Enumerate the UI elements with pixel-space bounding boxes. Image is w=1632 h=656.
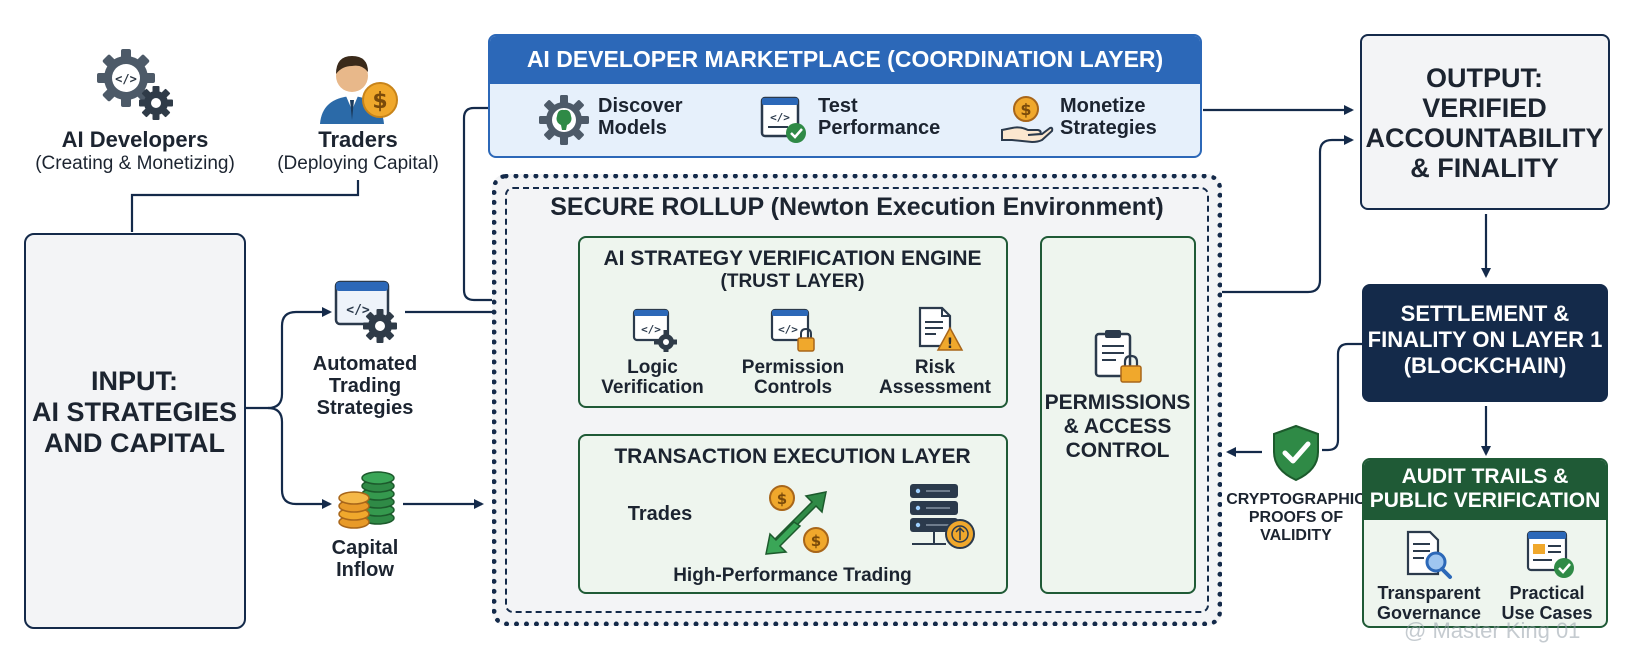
svg-text:</>: </> — [770, 111, 790, 124]
permissions-line2: & ACCESS — [1063, 415, 1172, 438]
dashboard-check-icon — [1526, 530, 1574, 578]
audit-box: AUDIT TRAILS & PUBLIC VERIFICATION Trans… — [1362, 458, 1608, 628]
code-gear-icon: </> — [97, 49, 173, 120]
traders-actor: $ Traders (Deploying Capital) — [262, 48, 454, 184]
code-gear-icon: </> — [632, 308, 677, 352]
developers-subtitle: (Creating & Monetizing) — [35, 153, 235, 174]
rollup-title: SECURE ROLLUP (Newton Execution Environm… — [550, 193, 1164, 221]
traders-subtitle: (Deploying Capital) — [277, 153, 439, 174]
settlement-line1: SETTLEMENT & — [1400, 301, 1570, 326]
verification-step2-line1: Permission — [741, 357, 845, 378]
execution-layer-box: TRANSACTION EXECUTION LAYER Trades $ $ H… — [578, 434, 1008, 594]
permissions-line1: PERMISSIONS — [1044, 391, 1191, 414]
exchange-arrows-icon: $ $ — [765, 485, 829, 555]
capital-line2: Inflow — [336, 559, 394, 581]
proofs-line1: CRYPTOGRAPHIC — [1226, 491, 1366, 508]
marketplace-step1-line2: Models — [598, 117, 667, 139]
input-line3: AND CAPITAL — [44, 428, 225, 458]
watermark: @ Master King 01 — [1404, 618, 1581, 643]
svg-text:</>: </> — [778, 323, 798, 336]
cryptographic-proofs: CRYPTOGRAPHIC PROOFS OF VALIDITY — [1226, 424, 1366, 548]
code-lock-icon: </> — [770, 308, 815, 352]
audit-item1-line2: Governance — [1376, 603, 1482, 623]
audit-item1-line1: Transparent — [1377, 583, 1481, 603]
permissions-box: PERMISSIONS & ACCESS CONTROL — [1040, 236, 1196, 594]
verification-engine-box: AI STRATEGY VERIFICATION ENGINE (TRUST L… — [578, 236, 1008, 408]
marketplace-box: AI DEVELOPER MARKETPLACE (COORDINATION L… — [488, 34, 1202, 158]
marketplace-step3-line2: Strategies — [1060, 117, 1157, 139]
developers-title: AI Developers — [61, 127, 209, 152]
output-line1: OUTPUT: — [1426, 63, 1543, 93]
clipboard-lock-icon — [1094, 330, 1142, 383]
shield-check-icon — [1273, 424, 1319, 482]
automated-line2: Trading — [328, 375, 402, 397]
output-box: OUTPUT: VERIFIED ACCOUNTABILITY & FINALI… — [1360, 34, 1610, 210]
verification-step3-line2: Assessment — [879, 377, 991, 398]
audit-title2: PUBLIC VERIFICATION — [1369, 489, 1601, 512]
svg-text:</>: </> — [641, 323, 661, 336]
audit-title1: AUDIT TRAILS & — [1401, 465, 1569, 488]
document-search-icon — [1406, 530, 1452, 579]
rollup-inner-border — [505, 187, 1209, 613]
traders-title: Traders — [318, 127, 398, 152]
proofs-line3: VALIDITY — [1260, 527, 1332, 544]
marketplace-step3-line1: Monetize — [1060, 95, 1146, 117]
gear-brain-icon — [539, 95, 589, 145]
svg-text:$: $ — [811, 532, 821, 550]
execution-title: TRANSACTION EXECUTION LAYER — [614, 445, 971, 468]
settlement-line3: (BLOCKCHAIN) — [1403, 353, 1567, 378]
capital-inflow: Capital Inflow — [300, 470, 430, 590]
execution-trades-label: Trades — [627, 503, 693, 525]
audit-item2-line2: Use Cases — [1501, 603, 1593, 623]
verification-step2-line2: Controls — [753, 377, 833, 398]
svg-text:$: $ — [372, 89, 387, 114]
marketplace-title: AI DEVELOPER MARKETPLACE (COORDINATION L… — [526, 46, 1164, 72]
input-line1: INPUT: — [91, 366, 178, 396]
marketplace-step2-line2: Performance — [818, 117, 941, 139]
input-line2: AI STRATEGIES — [31, 397, 238, 427]
output-line3: ACCOUNTABILITY — [1365, 123, 1604, 153]
output-line4: & FINALITY — [1410, 153, 1559, 183]
settlement-box: SETTLEMENT & FINALITY ON LAYER 1 (BLOCKC… — [1362, 284, 1608, 402]
automated-line3: Strategies — [316, 397, 414, 419]
execution-footer: High-Performance Trading — [673, 565, 912, 586]
verification-step3-line1: Risk — [914, 357, 956, 378]
marketplace-step1-line1: Discover — [598, 95, 683, 117]
document-warning-icon: ! — [918, 306, 964, 352]
input-box: INPUT: AI STRATEGIES AND CAPITAL — [24, 233, 246, 629]
marketplace-header — [490, 36, 1200, 84]
proofs-line2: PROOFS OF — [1248, 509, 1344, 526]
verification-step1-line2: Verification — [601, 377, 704, 398]
code-window-gear-icon: </> — [334, 280, 397, 343]
verification-step1-line1: Logic — [627, 357, 678, 378]
settlement-line2: FINALITY ON LAYER 1 — [1367, 327, 1603, 352]
developers-actor: </> AI Developers (Creating & Monetizing… — [20, 48, 250, 184]
hand-coin-icon: $ — [1001, 96, 1054, 144]
trader-coin-icon: $ — [320, 56, 398, 124]
svg-text:$: $ — [1020, 100, 1031, 119]
code-check-icon: </> — [760, 96, 806, 143]
automated-strategies: </> Automated Trading Strategies — [300, 278, 430, 428]
svg-text:</>: </> — [115, 72, 137, 86]
output-line2: VERIFIED — [1422, 93, 1547, 123]
automated-line1: Automated — [312, 353, 418, 375]
audit-item2-line1: Practical — [1509, 583, 1585, 603]
audit-header — [1364, 460, 1606, 520]
permissions-line3: CONTROL — [1065, 439, 1170, 462]
marketplace-step2-line1: Test — [818, 95, 858, 117]
coin-stacks-icon — [338, 471, 395, 529]
verification-title: AI STRATEGY VERIFICATION ENGINE — [603, 247, 982, 270]
svg-text:$: $ — [777, 490, 787, 508]
verification-subtitle: (TRUST LAYER) — [720, 271, 865, 292]
svg-text:</>: </> — [346, 303, 370, 318]
capital-line1: Capital — [331, 537, 399, 559]
server-icon — [910, 484, 975, 549]
svg-text:!: ! — [947, 336, 953, 352]
